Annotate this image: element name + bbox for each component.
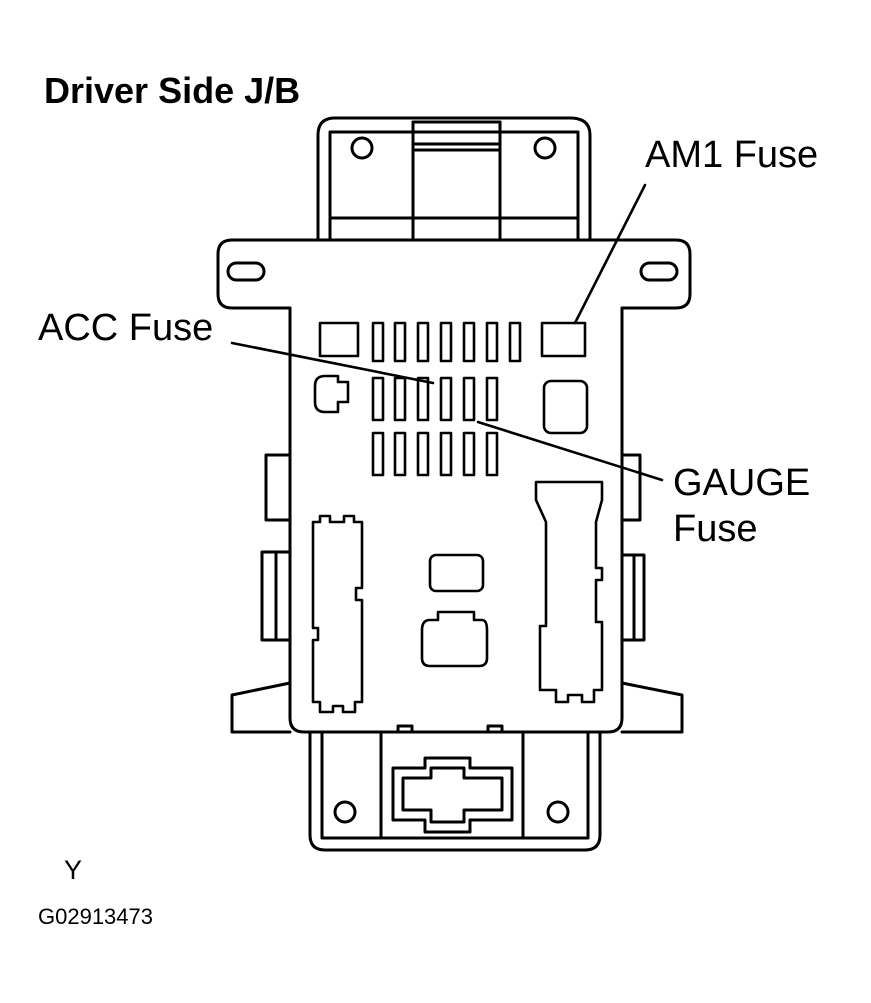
fuse-row-2	[313, 374, 589, 435]
fuse-slot	[462, 431, 476, 477]
fuse-slot	[485, 321, 499, 363]
fuse-slot	[439, 431, 453, 477]
view-letter: Y	[64, 855, 83, 885]
fuse-slot	[371, 321, 385, 363]
bracket-hole	[350, 136, 374, 160]
fuse-slot	[485, 431, 499, 477]
fuse-slot	[462, 376, 476, 422]
am1-leader-line	[573, 183, 647, 325]
mounting-slot	[639, 261, 679, 282]
center-connector-socket	[420, 610, 489, 668]
fuse-slot	[416, 321, 430, 363]
left-connector-socket	[311, 514, 364, 714]
fuse-slot	[371, 376, 385, 422]
leader-lines	[230, 183, 664, 482]
fuse-slot	[508, 321, 522, 363]
am1-fuse-label: AM1 Fuse	[645, 134, 819, 176]
fuse-row-3	[371, 431, 499, 477]
bottom-bracket	[308, 724, 602, 852]
fuse-slot	[393, 321, 407, 363]
gauge-fuse-label-line1: GAUGE	[673, 462, 811, 504]
fuse-slot	[371, 431, 385, 477]
figure-code: G02913473	[38, 904, 153, 929]
bracket-hole	[333, 800, 357, 824]
diagram-title: Driver Side J/B	[44, 70, 301, 111]
connector-socket	[313, 374, 350, 414]
top-bracket	[316, 116, 592, 242]
acc-leader-line	[230, 341, 435, 385]
small-relay-socket	[428, 553, 485, 593]
fuse-slot	[393, 376, 407, 422]
main-body	[230, 306, 684, 734]
gauge-leader-line	[476, 420, 664, 482]
relay-socket	[318, 321, 360, 358]
acc-fuse-slot	[439, 376, 453, 422]
gauge-fuse-slot	[485, 376, 499, 422]
fuse-slot	[462, 321, 476, 363]
fuse-slot	[393, 431, 407, 477]
mounting-slot	[226, 261, 266, 282]
gauge-fuse-label-line2: Fuse	[673, 508, 758, 550]
fuse-row-1	[318, 321, 587, 363]
fuse-slot	[416, 376, 430, 422]
fuse-slot	[439, 321, 453, 363]
mounting-flange	[216, 238, 692, 310]
lower-connectors	[311, 480, 604, 714]
fuse-slot	[416, 431, 430, 477]
right-connector-socket	[534, 480, 604, 704]
bracket-hole	[533, 136, 557, 160]
acc-fuse-label: ACC Fuse	[38, 307, 214, 349]
relay-socket	[542, 379, 589, 435]
bracket-hole	[546, 800, 570, 824]
am1-fuse-socket	[540, 321, 587, 358]
bottom-connector-socket	[391, 756, 514, 834]
